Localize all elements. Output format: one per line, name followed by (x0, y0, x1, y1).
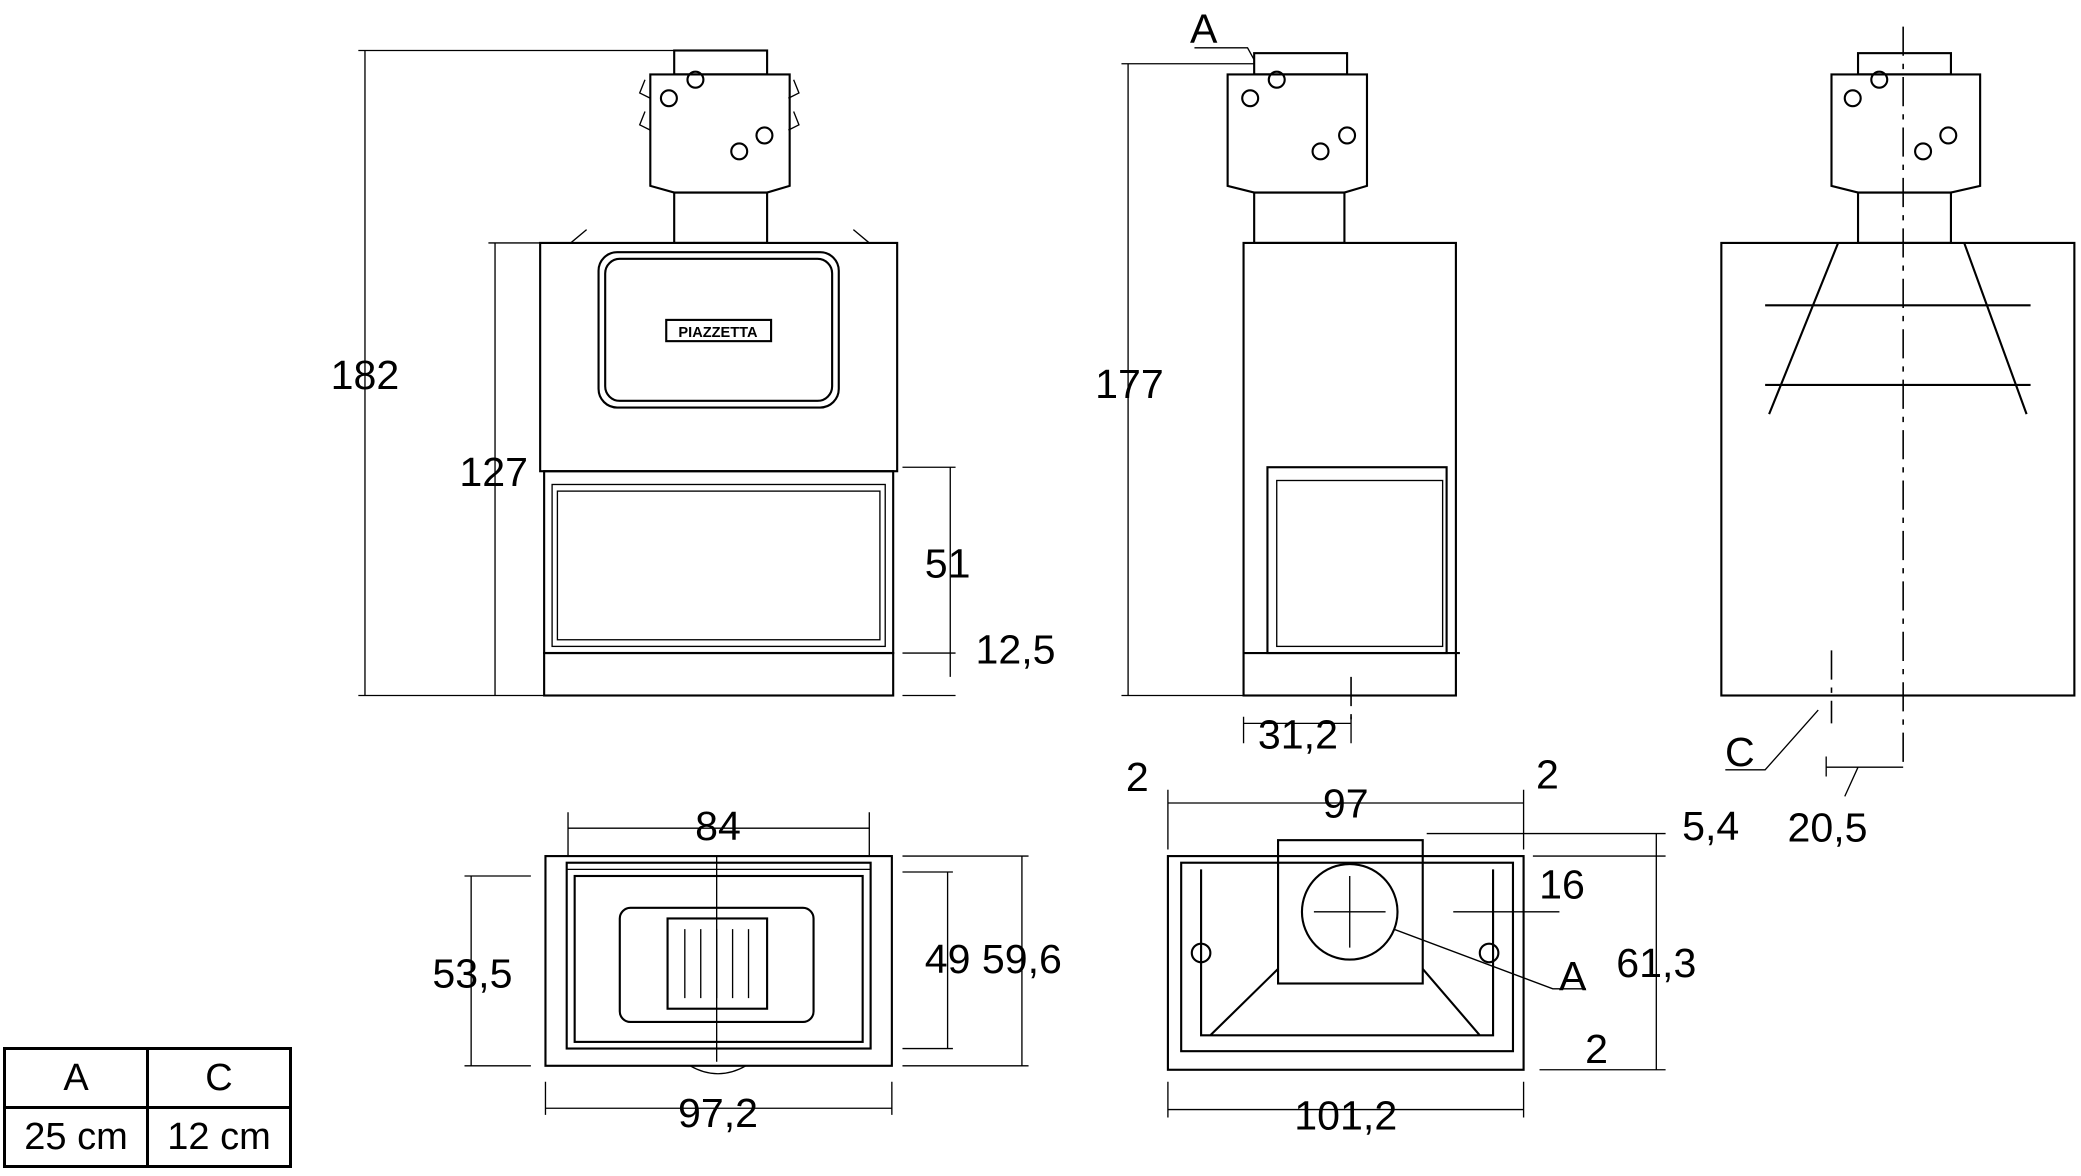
top-view-right: 2 97 2 5,4 16 A 61,3 2 101,2 (1126, 751, 1739, 1138)
firebox (543, 470, 895, 655)
base (543, 651, 895, 697)
dim-bottom-gap: 2 (1585, 1026, 1608, 1072)
dim-total-height: 182 (331, 352, 400, 398)
back-body (1720, 241, 2076, 697)
dim-back-offset: 20,5 (1787, 804, 1867, 850)
front-view: PIAZZETTA 182 127 51 12,5 (331, 49, 1056, 697)
front-panel (597, 251, 840, 409)
dim-side-height: 177 (1095, 361, 1164, 407)
dim-total-width-right: 101,2 (1294, 1092, 1397, 1138)
dim-depth-inner: 49 (925, 936, 971, 982)
flue-pipe (673, 191, 769, 244)
dim-depth-left: 53,5 (432, 950, 512, 996)
dim-side-offset: 31,2 (1258, 712, 1338, 758)
dim-flue-offset: 16 (1539, 862, 1585, 908)
brand-logo: PIAZZETTA (678, 325, 758, 341)
legend-table: A C 25 cm 12 cm (3, 1047, 292, 1168)
legend-value-a: 25 cm (3, 1106, 149, 1168)
flue-box (649, 73, 791, 194)
flue-outlet (1300, 862, 1399, 961)
dim-opening-height: 51 (925, 540, 971, 586)
dim-depth-total: 59,6 (982, 936, 1062, 982)
hood-body (539, 241, 899, 473)
back-view: C 20,5 (1720, 26, 2076, 850)
side-view: A 177 31,2 (1095, 6, 1460, 758)
legend-header-c: C (146, 1047, 292, 1109)
dim-top-width: 84 (695, 803, 741, 849)
label-a-top: A (1559, 953, 1587, 999)
dim-depth-right: 61,3 (1616, 940, 1696, 986)
side-body (1242, 241, 1457, 697)
dim-inner-width: 97 (1323, 781, 1369, 827)
dim-body-height: 127 (459, 449, 528, 495)
flue-connector (1277, 839, 1424, 985)
dim-left-gap: 2 (1126, 754, 1149, 800)
dim-right-gap: 2 (1536, 751, 1559, 797)
legend-value-c: 12 cm (146, 1106, 292, 1168)
dim-total-width-left: 97,2 (678, 1090, 758, 1136)
brand-logo-plate (665, 318, 773, 343)
label-c: C (1725, 729, 1755, 775)
dim-base-height: 12,5 (975, 627, 1055, 673)
flue-collar (673, 49, 769, 76)
label-a-side: A (1190, 6, 1218, 52)
legend-header-a: A (3, 1047, 149, 1109)
top-view-left: 84 53,5 49 59,6 97,2 (432, 803, 1061, 1136)
dim-top-offset: 5,4 (1682, 803, 1739, 849)
